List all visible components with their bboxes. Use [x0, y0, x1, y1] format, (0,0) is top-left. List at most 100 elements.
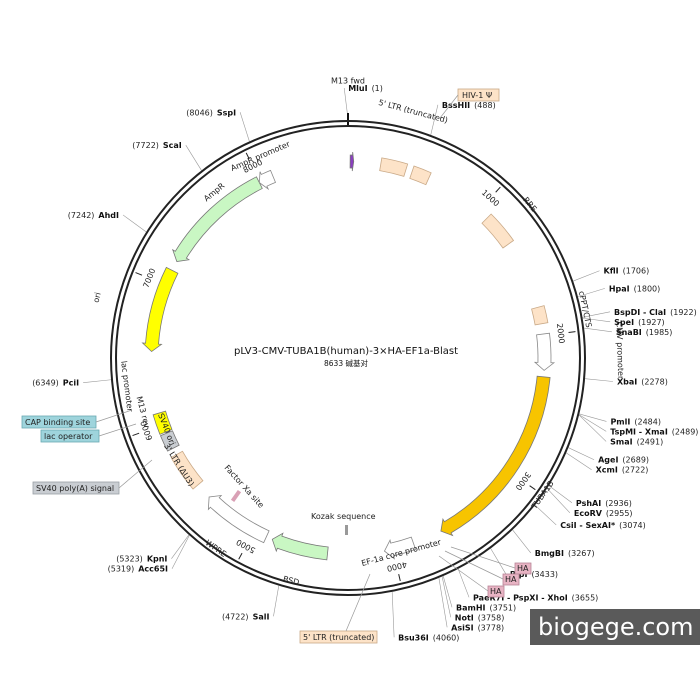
site-smai: SmaI(2491): [610, 437, 663, 446]
feature-ef-1a-core-promoter: [383, 536, 417, 560]
plasmid-size: 8633 碱基对: [324, 358, 368, 368]
site-leader: [441, 576, 452, 618]
site-mlui: MluI(1): [348, 84, 383, 93]
site-sspi: (8046)SspI: [186, 108, 236, 117]
site-spei: SpeI(1927): [614, 318, 665, 327]
svg-text:lac operator: lac operator: [44, 432, 93, 441]
site-paer7i-pspxi-xhoi: PaeR7I - PspXI - XhoI(3655): [473, 593, 598, 602]
feature-hiv-1-: [409, 165, 432, 186]
site-leader: [548, 485, 573, 504]
callout-lac-operator: lac operator: [40, 423, 137, 443]
feature-label-m13-rev: M13 rev: [135, 395, 152, 429]
svg-text:HA: HA: [517, 564, 529, 573]
site-leader: [534, 504, 557, 526]
site-xbai: XbaI(2278): [617, 378, 668, 387]
feature-wpre: [207, 494, 270, 544]
feature-5-ltr-truncated-: [379, 157, 409, 177]
tick-label-5000: 5000: [235, 537, 257, 555]
callout-cap-binding-site: CAP binding site: [21, 409, 133, 429]
feature-rre: [481, 213, 515, 249]
feature-cppt-cts: [531, 305, 549, 326]
backbone-ring: [110, 120, 586, 596]
site-leader: [185, 145, 202, 171]
site-leader: [122, 214, 147, 233]
site-bamhi: BamHI(3751): [456, 603, 516, 612]
site-scai: (7722)ScaI: [132, 141, 182, 150]
site-leader: [566, 452, 592, 470]
watermark: biogege.com: [530, 609, 700, 645]
tick-label-7000: 7000: [141, 267, 157, 289]
site-bsshii: BssHII(488): [442, 101, 496, 110]
site-leader: [582, 311, 611, 318]
tick-4000: [398, 574, 401, 582]
callout-5ltr-truncated: 5' LTR (truncated): [299, 573, 378, 644]
site-bspdi-clai: BspDI - ClaI(1922): [614, 308, 697, 317]
site-pmli: PmlI(2484): [610, 417, 661, 426]
tick-5000: [238, 552, 243, 560]
site-kfli: KflI(1706): [604, 267, 650, 276]
site-leader: [273, 585, 280, 617]
site-sali: (4722)SalI: [222, 612, 270, 621]
site-leader: [585, 378, 614, 382]
tick-1000: [495, 186, 501, 193]
factor-xa-site-mark: [230, 489, 242, 503]
feature-cmv-promoter: [533, 332, 556, 371]
site-tspmi-xmai: TspMI - XmaI(2489): [610, 427, 698, 436]
factor-xa-site-label: Factor Xa site: [223, 463, 266, 510]
site-leader: [573, 270, 600, 282]
site-pshai: PshAI(2936): [576, 499, 632, 508]
tick-3000: [529, 485, 536, 491]
tick-6000: [132, 432, 140, 437]
tick-label-4000: 4000: [386, 560, 408, 573]
feature-label-m13-fwd: M13 fwd: [331, 77, 365, 86]
site-leader: [391, 591, 395, 638]
site-csii-sexai-: CsiI - SexAI*(3074): [560, 521, 646, 530]
site-bmgbi: BmgBI(3267): [535, 549, 595, 558]
kozak-sequence-mark: [345, 525, 348, 535]
feature-label-rre: RRE: [521, 195, 538, 213]
tick-label-2000: 2000: [555, 323, 566, 344]
feature-label-ori: ori: [92, 291, 103, 303]
site-ahdi: (7242)AhdI: [68, 211, 119, 220]
site-leader: [442, 576, 453, 608]
feature-label-5-ltr-truncated-: 5' LTR (truncated): [377, 98, 448, 125]
site-leader: [430, 104, 439, 135]
site-bsu36i: Bsu36I(4060): [398, 633, 459, 642]
feature-m13-fwd: [349, 152, 355, 172]
feature-tuba1b: [440, 375, 551, 537]
feature-label-ampr-promoter: AmpR promoter: [229, 139, 292, 173]
site-leader: [457, 568, 470, 598]
callout-ha-2: HA: [444, 550, 520, 586]
site-leader: [578, 414, 607, 432]
feature-sv40-ori: [152, 410, 173, 435]
plasmid-name: pLV3-CMV-TUBA1B(human)-3×HA-EF1a-Blast: [234, 346, 458, 357]
feature-label-cmv-promoter: CMV promoter: [615, 322, 626, 381]
tick-7000: [135, 272, 143, 276]
svg-text:HIV-1 Ψ: HIV-1 Ψ: [462, 91, 492, 100]
site-leader: [512, 529, 531, 554]
site-leader: [582, 317, 611, 323]
kozak-sequence-label: Kozak sequence: [311, 512, 376, 521]
site-leader: [584, 327, 612, 333]
tick-2000: [568, 331, 576, 333]
site-leader: [171, 535, 190, 569]
site-leader: [83, 379, 112, 383]
feature-arcs: [141, 152, 556, 561]
restriction-site-labels: MluI(1)BssHII(488)KflI(1706)HpaI(1800)Bs…: [32, 84, 698, 642]
site-leader: [568, 447, 595, 460]
feature-3-ltr-u3-: [170, 450, 204, 490]
feature-bsd: [271, 532, 329, 561]
feature-ori: [141, 266, 179, 353]
svg-text:CAP binding site: CAP binding site: [25, 418, 90, 427]
site-leader: [490, 548, 507, 575]
site-snabi: SnaBI(1985): [616, 328, 673, 337]
site-ecorv: EcoRV(2955): [574, 509, 633, 518]
site-leader: [578, 414, 607, 442]
tick-label-3000: 3000: [514, 470, 533, 492]
callout-ha-1: HA: [450, 546, 532, 575]
tick-8000: [245, 152, 250, 160]
site-kpni: (5323)KpnI: [116, 555, 167, 564]
feature-ampr-promoter: [258, 169, 277, 191]
